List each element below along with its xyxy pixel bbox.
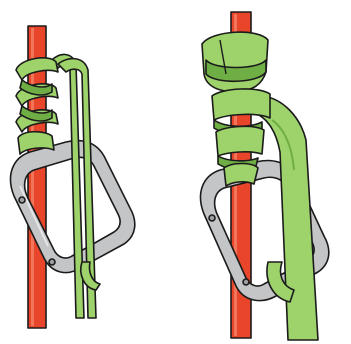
right-figure — [201, 12, 329, 340]
right-sling-top — [202, 32, 268, 92]
left-figure — [11, 26, 135, 328]
